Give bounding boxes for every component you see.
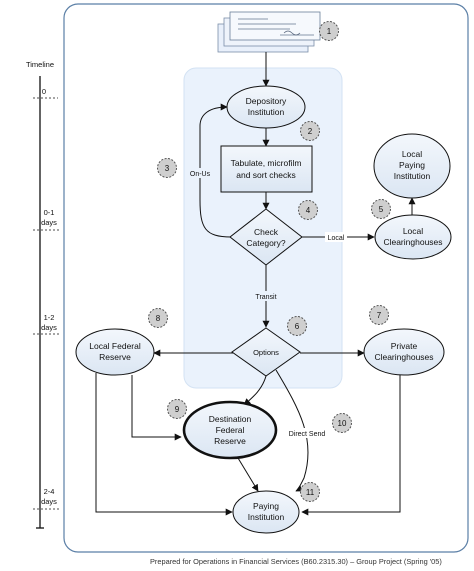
node-label: Private	[391, 341, 418, 351]
check-stack-icon	[217, 11, 321, 53]
node-local-paying: Local Paying Institution	[373, 133, 451, 199]
timeline-tick-label: days	[41, 497, 57, 506]
step-badge-2: 2	[300, 121, 320, 141]
svg-text:11: 11	[306, 488, 315, 497]
node-label: Local	[403, 226, 423, 236]
edge-label-direct-send: Direct Send	[289, 431, 326, 438]
step-badge-3: 3	[157, 158, 177, 178]
timeline-tick-label: 2-4	[44, 487, 55, 496]
node-check-category: Check Category?	[229, 208, 303, 266]
node-label: Destination	[209, 414, 252, 424]
edge-labels: On-Us Local Transit Direct Send	[188, 168, 347, 438]
edge-on-us	[199, 103, 232, 238]
timeline-tick-3: 2-4 days	[33, 487, 60, 510]
node-label: Federal	[216, 425, 245, 435]
node-label: Paying	[399, 160, 425, 170]
node-label: Institution	[248, 512, 285, 522]
timeline-tick-label: days	[41, 323, 57, 332]
node-options: Options	[231, 327, 301, 377]
timeline-tick-1: 0-1 days	[33, 208, 60, 231]
node-label: Options	[253, 348, 279, 357]
node-label: and sort checks	[236, 170, 296, 180]
timeline-tick-label: days	[41, 218, 57, 227]
node-label: Reserve	[99, 352, 131, 362]
svg-text:1: 1	[327, 27, 332, 36]
step-badge-8: 8	[148, 308, 168, 328]
node-label: Institution	[248, 107, 285, 117]
node-label: Clearinghouses	[383, 237, 442, 247]
node-paying: Paying Institution	[232, 490, 300, 534]
node-label: Clearinghouses	[374, 352, 433, 362]
step-badge-10: 10	[332, 413, 352, 433]
svg-text:7: 7	[377, 311, 382, 320]
svg-text:3: 3	[165, 164, 170, 173]
timeline: Timeline 0 0-1 days 1-2 days 2-4 days	[26, 60, 60, 529]
node-tabulate: Tabulate, microfilm and sort checks	[220, 145, 313, 193]
svg-text:9: 9	[175, 405, 180, 414]
node-local-federal: Local Federal Reserve	[75, 328, 155, 376]
edge-local-federal-to-paying	[95, 373, 233, 516]
footer-caption: Prepared for Operations in Financial Ser…	[150, 557, 442, 566]
edge-direct-send	[275, 369, 309, 492]
edge-label-transit: Transit	[255, 294, 276, 301]
timeline-tick-2: 1-2 days	[33, 313, 60, 335]
step-badge-1: 1	[319, 21, 339, 41]
step-badge-11: 11	[300, 482, 320, 502]
step-badge-4: 4	[298, 200, 318, 220]
node-label: Check	[254, 227, 279, 237]
node-depository: Depository Institution	[226, 85, 306, 129]
step-badge-6: 6	[287, 316, 307, 336]
step-badge-9: 9	[167, 399, 187, 419]
node-label: Local	[402, 149, 422, 159]
timeline-tick-label: 0-1	[44, 208, 55, 217]
svg-text:4: 4	[306, 206, 311, 215]
node-label: Local Federal	[89, 341, 141, 351]
svg-text:10: 10	[338, 419, 347, 428]
node-label: Institution	[394, 171, 431, 181]
node-local-clearing: Local Clearinghouses	[374, 214, 452, 260]
node-label: Tabulate, microfilm	[231, 158, 302, 168]
step-badges: 1 2 3 4 5 6 7 8 9 10 11	[148, 21, 391, 502]
svg-text:8: 8	[156, 314, 161, 323]
node-destination-federal: Destination Federal Reserve	[182, 400, 278, 460]
timeline-tick-0: 0	[33, 87, 58, 99]
node-label: Paying	[253, 501, 279, 511]
node-private-clearing: Private Clearinghouses	[363, 328, 445, 376]
svg-text:2: 2	[308, 127, 313, 136]
node-label: Category?	[246, 238, 285, 248]
svg-text:5: 5	[379, 205, 384, 214]
step-badge-7: 7	[369, 305, 389, 325]
timeline-tick-label: 1-2	[44, 313, 55, 322]
node-label: Reserve	[214, 436, 246, 446]
step-badge-5: 5	[371, 199, 391, 219]
edge-destination-to-paying	[237, 457, 259, 492]
edge-local-federal-to-destination	[131, 375, 182, 441]
timeline-tick-label: 0	[42, 87, 46, 96]
edge-private-to-paying	[301, 374, 401, 516]
node-label: Depository	[246, 96, 287, 106]
timeline-title: Timeline	[26, 60, 54, 69]
edge-label-local: Local	[328, 235, 345, 242]
svg-text:6: 6	[295, 322, 300, 331]
edge-label-on-us: On-Us	[190, 171, 211, 178]
